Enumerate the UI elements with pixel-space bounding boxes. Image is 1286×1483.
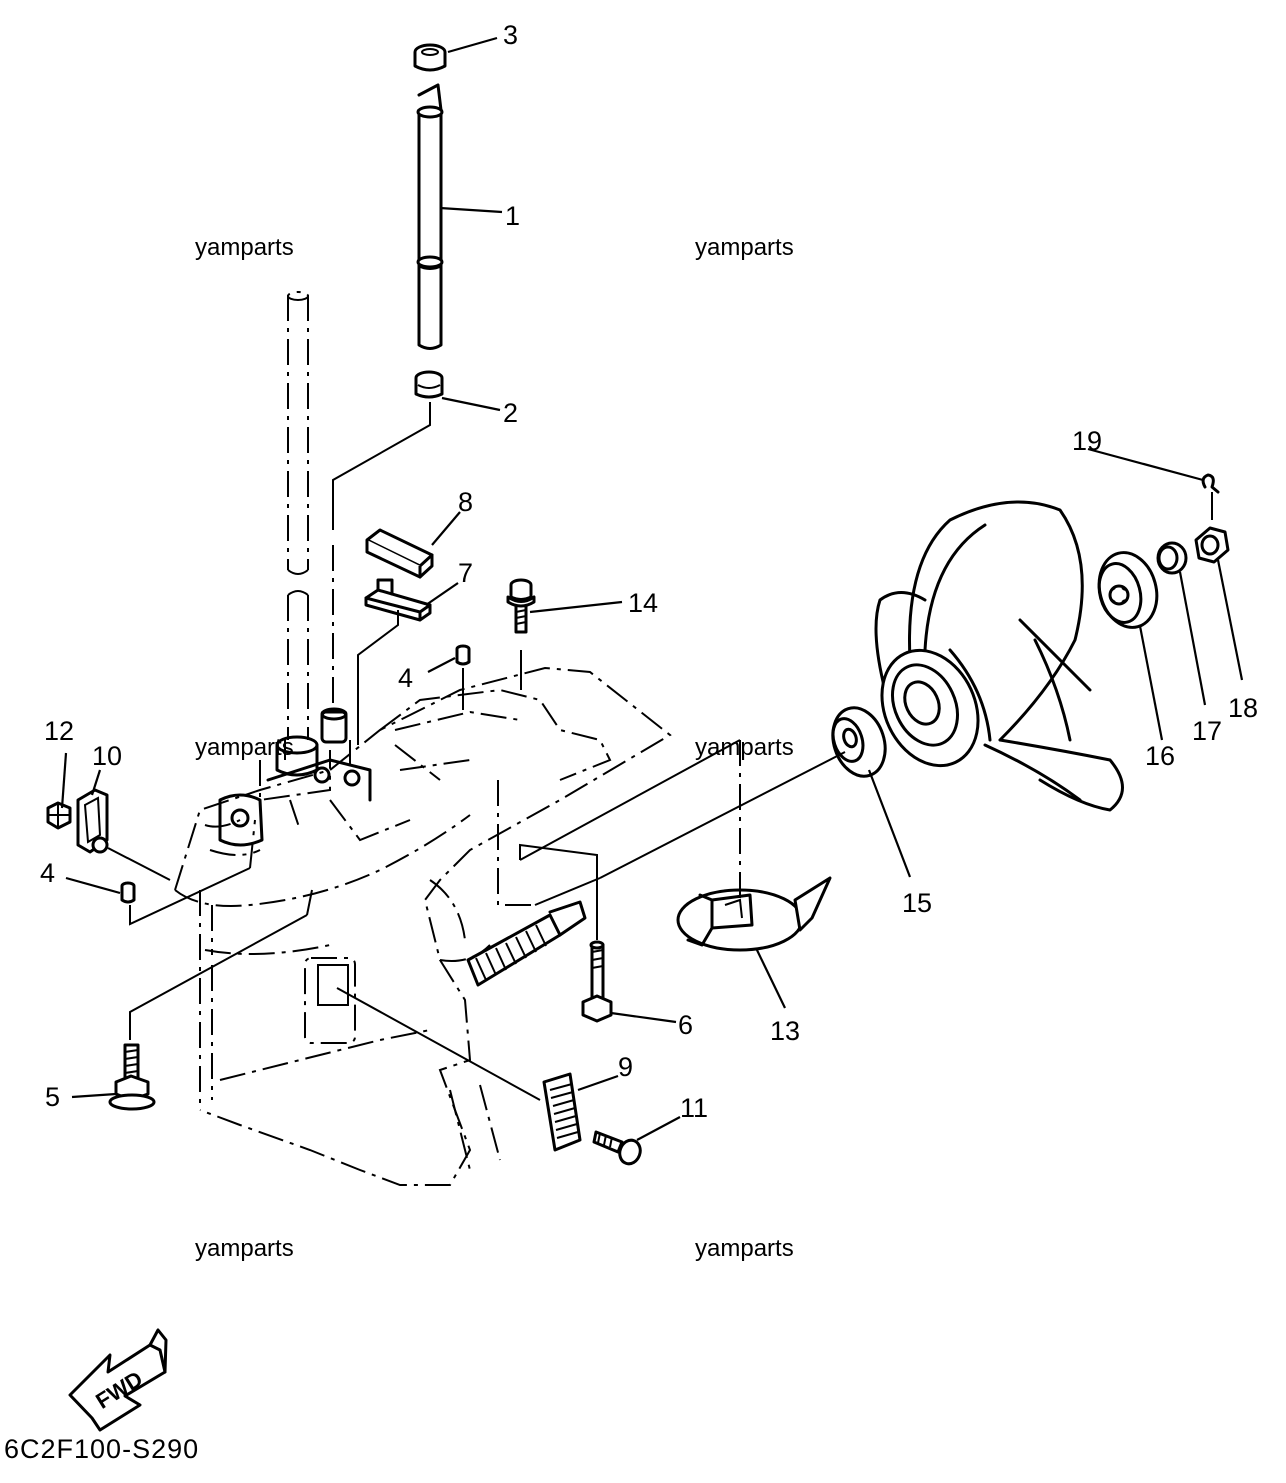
part-plate-7 [364, 578, 432, 622]
callout-numbers: 3 1 2 8 7 14 4 12 10 4 5 6 9 11 13 15 16… [40, 20, 1258, 1123]
part-anode-9 [542, 1072, 582, 1152]
part-dowel-pin-4a [455, 644, 471, 666]
part-cotter-pin-19 [1201, 473, 1220, 520]
fwd-arrow: FWD [68, 1328, 168, 1432]
watermark: yamparts [695, 1235, 794, 1262]
part-water-tube [416, 83, 444, 350]
part-bolt-14 [506, 578, 536, 634]
callout-18: 18 [1228, 693, 1258, 723]
callout-14: 14 [628, 588, 658, 618]
diagram-code: 6C2F100-S290 [4, 1434, 199, 1464]
callout-8: 8 [458, 487, 473, 517]
watermark: yamparts [695, 234, 794, 261]
callout-13: 13 [770, 1016, 800, 1046]
callout-16: 16 [1145, 741, 1175, 771]
callout-9: 9 [618, 1052, 633, 1082]
part-nut-12 [46, 801, 72, 830]
callout-6: 6 [678, 1010, 693, 1040]
pump-housing [218, 707, 372, 847]
callout-4a: 4 [398, 663, 413, 693]
propeller [874, 500, 1124, 812]
callout-4b: 4 [40, 858, 55, 888]
callout-11: 11 [680, 1093, 708, 1123]
part-thrust-washer-15 [831, 706, 887, 778]
part-dowel-pin-4b [120, 881, 136, 904]
callout-19: 19 [1072, 426, 1102, 456]
callout-17: 17 [1192, 716, 1222, 746]
callout-7: 7 [458, 558, 473, 588]
part-grommet-lower [414, 370, 444, 399]
watermark: yamparts [195, 1235, 294, 1262]
part-trim-tab-13 [676, 876, 832, 952]
part-spacer-16 [1097, 551, 1159, 629]
part-rubber-8 [365, 528, 434, 579]
part-bolt-5 [108, 1043, 156, 1111]
drive-shaft-phantom [287, 291, 309, 740]
watermark: yamparts [195, 234, 294, 261]
part-washer-17 [1156, 541, 1188, 575]
part-grommet-upper [413, 43, 447, 72]
part-bolt-6 [581, 940, 613, 1023]
part-grommet-10 [76, 788, 109, 854]
propeller-shaft [466, 900, 587, 987]
watermarks: yamparts yamparts yamparts yamparts yamp… [195, 234, 794, 1262]
assembly-lines [107, 402, 846, 1101]
callout-1: 1 [505, 201, 520, 231]
part-nut-18 [1194, 526, 1230, 564]
callout-3: 3 [503, 20, 518, 50]
callout-12: 12 [44, 716, 74, 746]
part-screw-11 [592, 1130, 642, 1166]
callout-10: 10 [92, 741, 122, 771]
callout-15: 15 [902, 888, 932, 918]
lower-casing [174, 666, 672, 1186]
leader-lines [60, 36, 1244, 1141]
callout-2: 2 [503, 398, 518, 428]
callout-5: 5 [45, 1082, 60, 1112]
